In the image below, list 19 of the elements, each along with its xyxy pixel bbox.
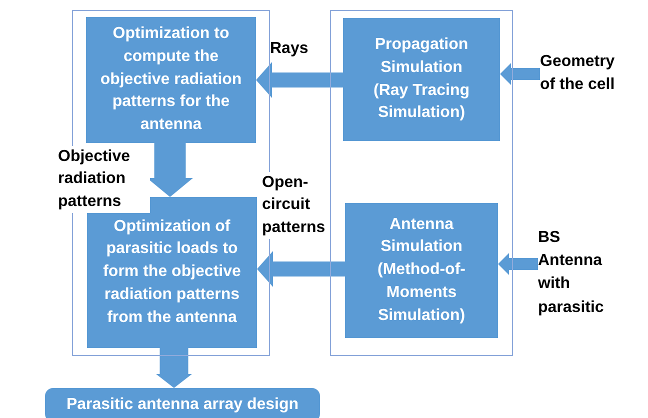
box-text: Optimization to compute the objective radiation patterns for the antenna xyxy=(99,24,243,136)
arrow xyxy=(256,62,343,98)
arrow xyxy=(498,253,538,275)
box-text: Propagation Simulation (Ray Tracing Simulation) xyxy=(372,35,471,124)
box-text: Antenna Simulation (Method-of-Moments Simulation) xyxy=(376,214,466,326)
box-text: Optimization of parasitic loads to form the objective radiation patterns from the antenna xyxy=(102,216,242,328)
result-box xyxy=(45,388,320,418)
box-text: Parasitic antenna array design xyxy=(66,394,299,415)
edge-label: Open-circuit patterns xyxy=(262,172,324,240)
arrow xyxy=(500,63,540,85)
arrow xyxy=(156,348,192,388)
input-label: Geometry of the cell xyxy=(540,52,616,96)
edge-label: Objective radiation patterns xyxy=(58,146,150,214)
frame-box xyxy=(330,10,513,356)
process-box xyxy=(343,18,500,141)
input-label: BS Antenna with parasitic xyxy=(538,228,605,318)
arrow xyxy=(257,251,345,287)
process-box xyxy=(345,203,498,338)
process-box xyxy=(86,17,256,143)
